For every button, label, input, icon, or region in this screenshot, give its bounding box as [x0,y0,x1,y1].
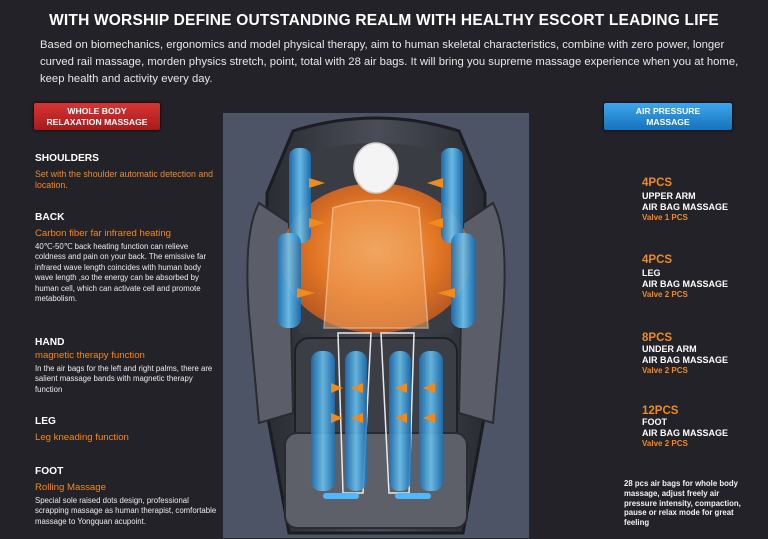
section-leg: LEG Leg kneading function [35,416,220,443]
section-subtitle: Carbon fiber far infrared heating [35,228,171,239]
section-hand: HAND magnetic therapy function In the ai… [35,337,220,395]
section-subtitle: Rolling Massage [35,482,106,493]
airbag-count: 4PCS [642,254,673,266]
section-subtitle: Set with the shoulder automatic detectio… [35,169,214,190]
airbag-valve: Valve 1 PCS [642,213,688,222]
left-tag-line2: RELAXATION MASSAGE [46,117,148,127]
airbag-valve: Valve 2 PCS [642,290,688,299]
airbag-location: UPPER ARM [642,191,696,201]
airbag-type: AIR BAG MASSAGE [642,428,729,438]
section-heading: FOOT [35,466,64,477]
right-tag-line1: AIR PRESSURE [635,106,701,116]
airbag-type: AIR BAG MASSAGE [642,355,729,365]
airbag-location: LEG [642,268,661,278]
airbag-count: 8PCS [642,332,673,344]
section-back: BACK Carbon fiber far infrared heating 4… [35,212,220,304]
massage-chair-illustration [246,116,506,535]
section-body: Special sole raised dots design, profess… [35,496,217,526]
airbag-count: 4PCS [642,177,673,189]
airbag-summary-note: 28 pcs air bags for whole body massage, … [624,479,741,528]
left-tag-line1: WHOLE BODY [67,106,127,116]
airbag-valve: Valve 2 PCS [642,366,688,375]
section-subtitle: Leg kneading function [35,432,129,443]
airbag-count: 12PCS [642,405,679,417]
airbag-location: FOOT [642,417,667,427]
airbag-location: UNDER ARM [642,344,697,354]
whole-body-relaxation-tag: WHOLE BODY RELAXATION MASSAGE [34,103,160,130]
airbag-type: AIR BAG MASSAGE [642,279,729,289]
section-body: In the air bags for the left and right p… [35,364,213,394]
air-pressure-tag: AIR PRESSURE MASSAGE [604,103,732,130]
section-foot: FOOT Rolling Massage Special sole raised… [35,466,220,527]
section-shoulders: SHOULDERS Set with the shoulder automati… [35,153,215,191]
section-body: 40℃-50℃ back heating function can reliev… [35,242,207,304]
airbag-valve: Valve 2 PCS [642,439,688,448]
section-subtitle: magnetic therapy function [35,350,145,361]
section-heading: LEG [35,416,56,427]
page-title: WITH WORSHIP DEFINE OUTSTANDING REALM WI… [49,12,719,29]
section-heading: SHOULDERS [35,153,99,164]
airbag-leg: 4PCS LEG AIR BAG MASSAGE Valve 2 PCS [642,254,752,300]
intro-paragraph: Based on biomechanics, ergonomics and mo… [40,39,739,85]
right-tag-line2: MASSAGE [646,117,690,127]
airbag-under-arm: 8PCS UNDER ARM AIR BAG MASSAGE Valve 2 P… [642,332,752,376]
section-heading: HAND [35,337,65,348]
section-heading: BACK [35,212,65,223]
airbag-upper-arm: 4PCS UPPER ARM AIR BAG MASSAGE Valve 1 P… [642,177,752,223]
airbag-foot: 12PCS FOOT AIR BAG MASSAGE Valve 2 PCS [642,405,752,449]
airbag-type: AIR BAG MASSAGE [642,202,729,212]
